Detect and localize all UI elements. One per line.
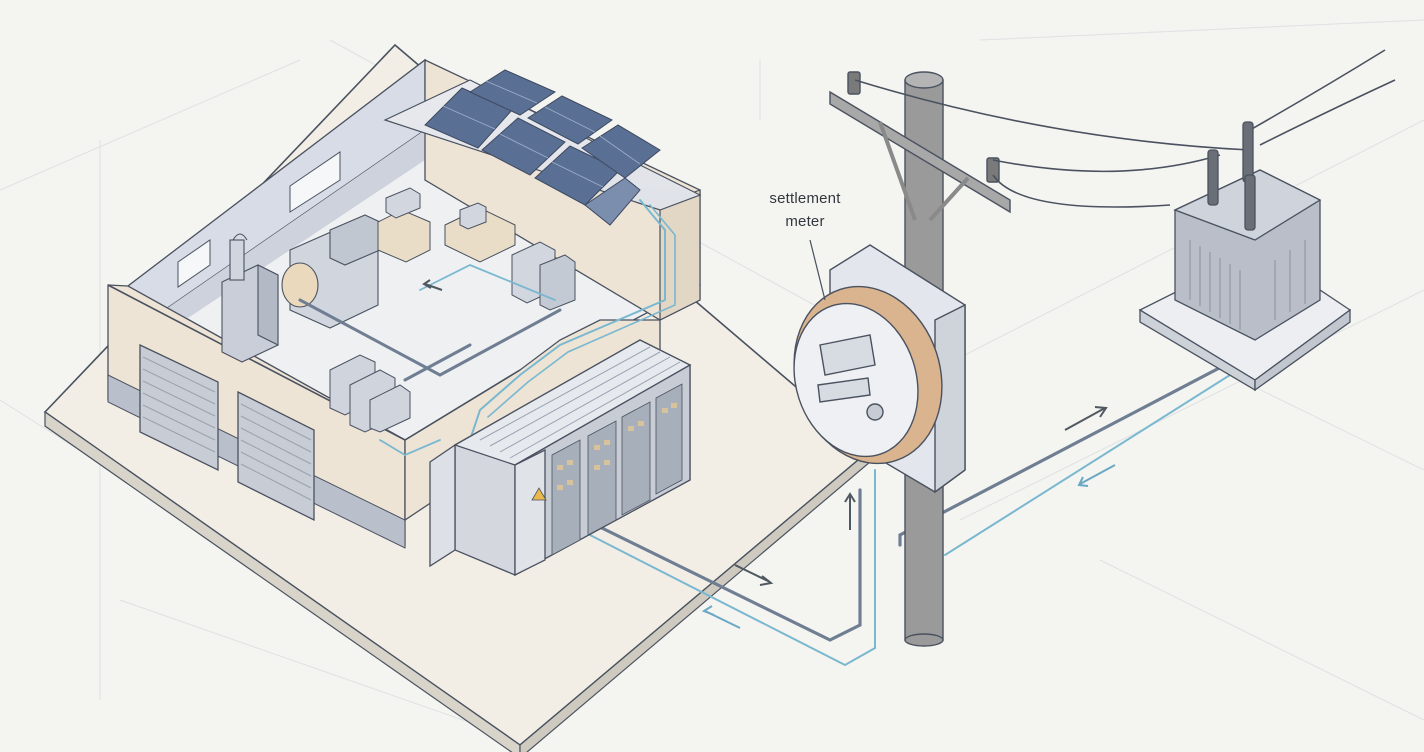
cable-routes: [298, 199, 1231, 667]
power-lines: [854, 49, 1396, 208]
warning-icon: [531, 487, 547, 501]
solar-panel-icon: [424, 69, 661, 226]
building: [107, 58, 702, 549]
interior-windows: [177, 151, 341, 288]
garage-door-1: [139, 343, 219, 472]
industrial-machine: [221, 214, 381, 363]
meter-icon: [793, 244, 966, 494]
battery-container-icon: [429, 339, 692, 577]
meter-label-leader: [809, 239, 826, 301]
transformer-icon: [1138, 121, 1352, 392]
garage-door-2: [237, 390, 315, 522]
flow-arrow-icon: [422, 279, 1116, 629]
office-furniture: [377, 187, 576, 311]
meter-label-line-1: settlement: [769, 190, 841, 207]
meter-label-line-2: meter: [785, 213, 825, 230]
storage-cabinets: [329, 354, 411, 433]
container-door: [429, 443, 456, 568]
